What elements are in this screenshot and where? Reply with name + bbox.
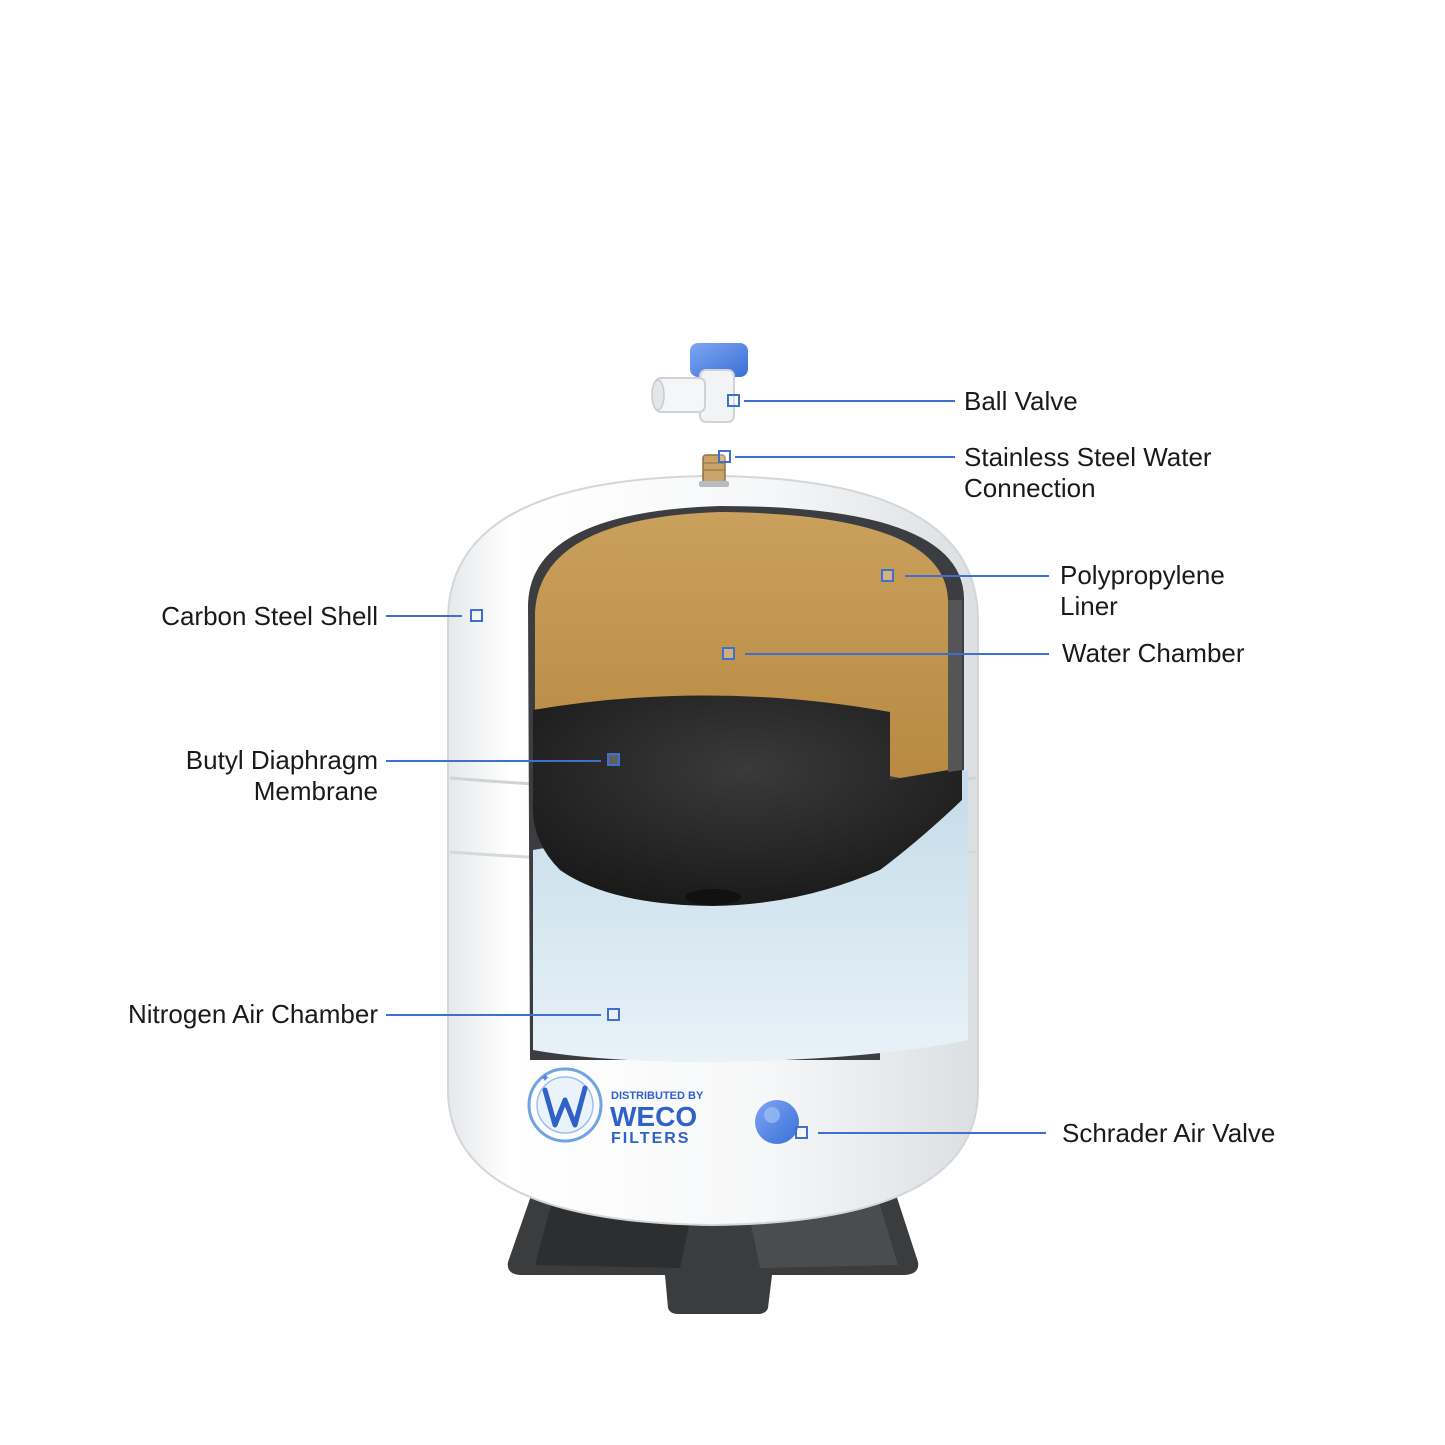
polypropylene-liner-marker: [881, 569, 894, 582]
stainless-connection-marker: [718, 450, 731, 463]
label-butyl-line2: Membrane: [253, 776, 378, 806]
carbon-steel-shell-marker: [470, 609, 483, 622]
tank-cutaway: [528, 506, 968, 1062]
label-ball-valve-line1: Ball Valve: [964, 386, 1078, 416]
label-carbon-steel-shell: Carbon Steel Shell: [78, 601, 378, 632]
polypropylene-liner-leader: [905, 575, 1049, 577]
logo-distributed-by: DISTRIBUTED BY: [611, 1090, 704, 1102]
label-schrader-air-valve: Schrader Air Valve: [1062, 1118, 1275, 1149]
label-butyl-line1: Butyl Diaphragm: [185, 745, 378, 775]
label-butyl-diaphragm: Butyl Diaphragm Membrane: [78, 745, 378, 807]
label-polypropylene-liner: Polypropylene Liner: [1060, 560, 1225, 622]
logo-filters: FILTERS: [611, 1130, 690, 1147]
butyl-diaphragm-leader: [386, 760, 601, 762]
logo-weco: WECO: [610, 1101, 697, 1132]
label-stainless-line1: Stainless Steel Water: [964, 442, 1212, 472]
label-nitrogen-line1: Nitrogen Air Chamber: [128, 999, 378, 1029]
label-carbon-steel-line1: Carbon Steel Shell: [161, 601, 378, 631]
label-polypropylene-line2: Liner: [1060, 591, 1118, 621]
label-polypropylene-line1: Polypropylene: [1060, 560, 1225, 590]
weco-logo: ✦ DISTRIBUTED BY WECO FILTERS: [527, 1067, 704, 1147]
water-chamber-marker: [722, 647, 735, 660]
nitrogen-air-chamber-leader: [386, 1014, 601, 1016]
schrader-valve-leader: [818, 1132, 1046, 1134]
label-stainless-line2: Connection: [964, 473, 1096, 503]
schrader-valve-marker: [795, 1126, 808, 1139]
schrader-valve: [755, 1100, 799, 1144]
label-water-chamber-line1: Water Chamber: [1062, 638, 1245, 668]
carbon-steel-shell-leader: [386, 615, 462, 617]
label-water-chamber: Water Chamber: [1062, 638, 1245, 669]
ball-valve: [651, 343, 748, 423]
svg-text:✦: ✦: [540, 1071, 550, 1085]
butyl-diaphragm-marker: [607, 753, 620, 766]
nitrogen-air-chamber-marker: [607, 1008, 620, 1021]
ball-valve-leader: [744, 400, 955, 402]
stainless-connection-leader: [735, 456, 955, 458]
label-schrader-line1: Schrader Air Valve: [1062, 1118, 1276, 1148]
label-ball-valve: Ball Valve: [964, 386, 1078, 417]
label-nitrogen-air-chamber: Nitrogen Air Chamber: [58, 999, 378, 1030]
label-stainless-connection: Stainless Steel Water Connection: [964, 442, 1212, 504]
ball-valve-marker: [727, 394, 740, 407]
water-chamber-leader: [745, 653, 1049, 655]
